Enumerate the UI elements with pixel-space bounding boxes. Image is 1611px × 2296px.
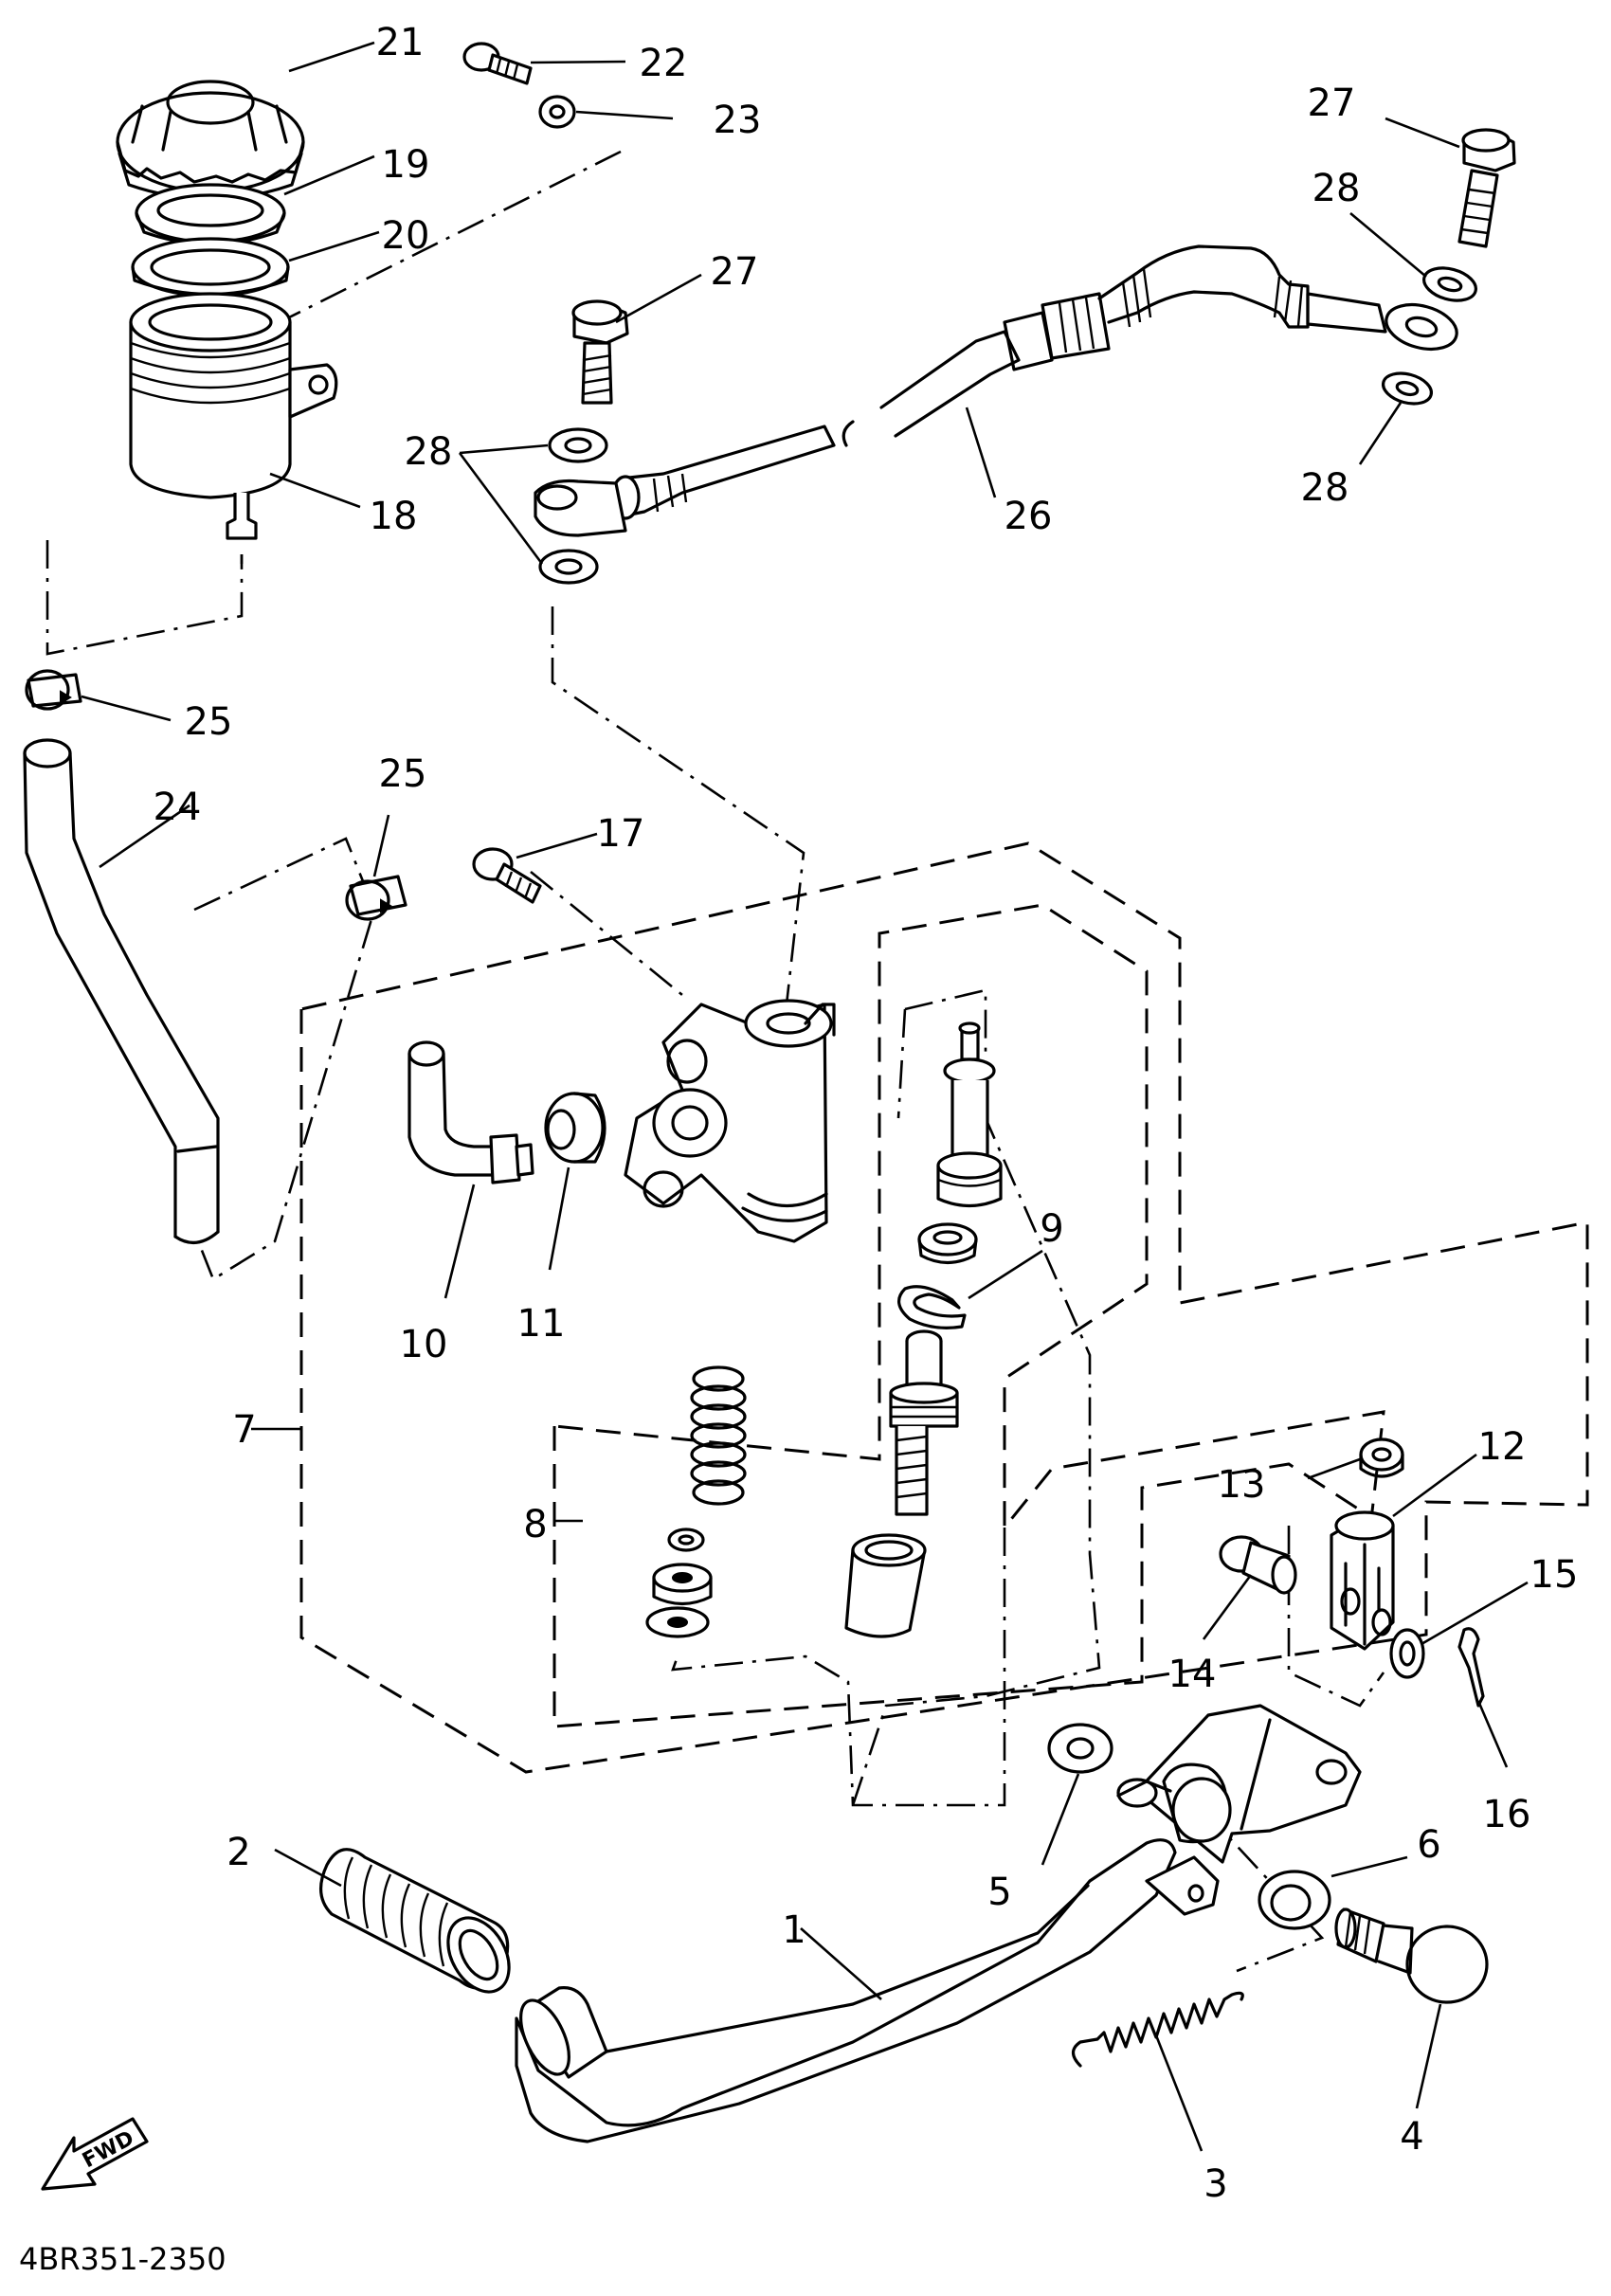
hose-clamp-upper xyxy=(25,669,82,711)
grommet xyxy=(544,1092,606,1164)
washer-seal xyxy=(645,1606,710,1638)
callout-7: 7 xyxy=(232,1408,256,1452)
callout-14: 14 xyxy=(1168,1653,1217,1696)
circlip xyxy=(897,1285,967,1329)
fwd-arrow-icon: FWD xyxy=(41,2117,149,2191)
callout-6: 6 xyxy=(1417,1823,1440,1867)
master-cylinder-bolt xyxy=(472,847,542,904)
spring-seat xyxy=(667,1528,705,1552)
callout-27-right: 27 xyxy=(1308,81,1356,125)
diaphragm-plate xyxy=(131,237,290,298)
callout-8: 8 xyxy=(523,1503,547,1546)
copper-washer-d xyxy=(1381,371,1434,406)
cap-screw xyxy=(462,42,533,85)
callout-12: 12 xyxy=(1478,1425,1527,1469)
reservoir-cap xyxy=(116,80,305,201)
callout-28-right-lower: 28 xyxy=(1301,466,1349,510)
assembly-boundary-8 xyxy=(552,903,1385,1728)
callout-9: 9 xyxy=(1040,1207,1063,1251)
callout-11: 11 xyxy=(517,1302,566,1346)
callout-22: 22 xyxy=(640,42,688,85)
callout-18: 18 xyxy=(370,495,418,538)
cup-seal xyxy=(652,1563,713,1606)
reservoir-diaphragm xyxy=(135,183,286,246)
hose-clamp-lower xyxy=(345,875,407,921)
assembly-boundary-7 xyxy=(299,841,1589,1774)
union-bolt-left xyxy=(571,299,629,405)
callout-28-right-upper: 28 xyxy=(1312,167,1361,210)
master-cylinder-body xyxy=(624,999,836,1243)
callout-4: 4 xyxy=(1400,2115,1423,2159)
callout-13: 13 xyxy=(1218,1463,1266,1507)
callout-25-upper: 25 xyxy=(185,700,233,744)
callout-24: 24 xyxy=(154,786,202,829)
pedal-spacer xyxy=(1258,1870,1331,1930)
callout-2: 2 xyxy=(226,1831,250,1874)
connection-lines xyxy=(45,150,1325,1973)
callout-labels: 1 2 3 4 5 6 7 8 9 10 11 12 13 14 15 16 1… xyxy=(154,21,1579,2206)
callout-27-left: 27 xyxy=(711,250,759,294)
return-spring-pedal xyxy=(1071,1991,1244,2068)
callout-10: 10 xyxy=(400,1323,448,1366)
rod-boot xyxy=(844,1533,927,1638)
pedal-pivot-boss xyxy=(1116,1763,1232,1844)
hose-joint xyxy=(407,1040,534,1184)
cap-nut xyxy=(538,95,576,129)
clevis-pin xyxy=(1219,1535,1297,1595)
callout-17: 17 xyxy=(597,812,645,856)
banjo-left xyxy=(534,479,627,537)
callout-3: 3 xyxy=(1204,2162,1227,2206)
clevis-washer xyxy=(1389,1628,1425,1679)
piston xyxy=(936,1021,1003,1208)
pedal-shaft-bolt xyxy=(1334,1907,1489,2004)
union-bolt-right xyxy=(1457,128,1516,248)
callout-25-lower: 25 xyxy=(379,752,427,796)
diagram-code: 4BR351-2350 xyxy=(19,2241,226,2277)
callout-15: 15 xyxy=(1530,1553,1579,1597)
pedal-washer xyxy=(1047,1723,1113,1774)
callout-28-left: 28 xyxy=(405,430,453,474)
callout-20: 20 xyxy=(382,214,430,258)
callout-21: 21 xyxy=(376,21,425,64)
copper-washer-a xyxy=(548,427,608,463)
push-rod xyxy=(889,1329,959,1516)
copper-washer-c xyxy=(1422,266,1477,302)
assembly-boundary-inner xyxy=(671,988,1385,1807)
callout-23: 23 xyxy=(714,99,762,142)
pedal-rubber xyxy=(319,1848,511,1994)
callout-19: 19 xyxy=(382,143,430,187)
callout-26: 26 xyxy=(1005,495,1053,538)
callout-16: 16 xyxy=(1483,1793,1531,1836)
clevis xyxy=(1330,1510,1395,1651)
clevis-nut xyxy=(1359,1437,1404,1478)
brake-pedal xyxy=(515,1838,1220,2143)
callout-5: 5 xyxy=(987,1871,1011,1914)
cotter-pin xyxy=(1457,1627,1485,1708)
reservoir-tank xyxy=(129,292,338,540)
reservoir-hose xyxy=(23,738,220,1244)
callout-1: 1 xyxy=(782,1908,806,1952)
copper-washer-b xyxy=(538,549,599,585)
return-spring xyxy=(690,1365,747,1506)
primary-cup xyxy=(917,1222,978,1265)
leader-lines xyxy=(81,41,1529,2152)
